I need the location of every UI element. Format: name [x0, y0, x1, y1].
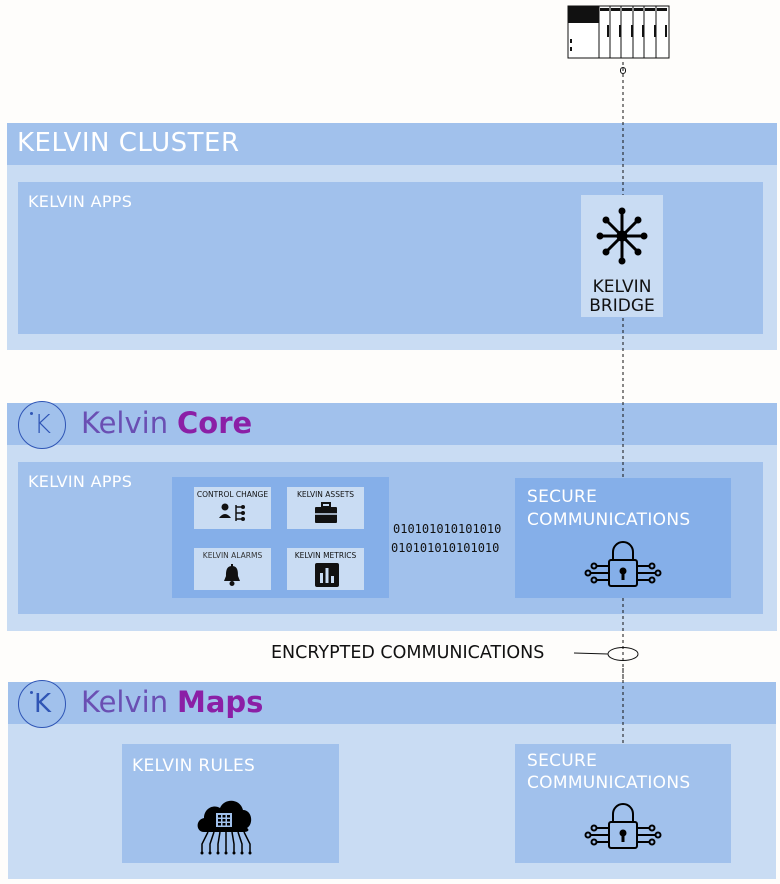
binary-stream-line1: 010101010101010 [393, 522, 502, 536]
plc-device-icon [567, 5, 670, 59]
core-apps-label: KELVIN APPS [28, 472, 133, 491]
control-change-label: CONTROL CHANGE [196, 490, 269, 499]
kelvin-cluster-header: KELVIN CLUSTER [7, 123, 777, 165]
core-secure-comms-box[interactable]: SECURE COMMUNICATIONS [515, 478, 731, 598]
kelvin-metrics-tile[interactable]: KELVIN METRICS [287, 548, 364, 590]
kelvin-assets-label: KELVIN ASSETS [296, 490, 355, 499]
cloud-computing-icon [197, 800, 252, 855]
logo-dot [30, 412, 33, 415]
plc-connector-nub [620, 67, 626, 74]
assets-briefcase-icon [315, 502, 337, 523]
encrypted-leader-line [573, 652, 609, 655]
kelvin-metrics-label: KELVIN METRICS [294, 551, 357, 560]
maps-secure-line2: COMMUNICATIONS [527, 773, 691, 793]
kelvin-maps-logo-ring: K [18, 680, 66, 728]
kelvin-maps-logo-product: Maps [177, 685, 264, 719]
kelvin-maps-logo-mark: K [34, 689, 52, 719]
maps-secure-comms-box[interactable]: SECURE COMMUNICATIONS [515, 744, 731, 863]
kelvin-cluster-title: KELVIN CLUSTER [17, 128, 240, 158]
binary-stream-line2: 010101010101010 [391, 541, 500, 555]
maps-secure-line1: SECURE [527, 751, 598, 771]
kelvin-bridge-box[interactable]: KELVIN BRIDGE [581, 195, 663, 317]
kelvin-rules-box[interactable]: KELVIN RULES [122, 744, 339, 863]
secure-lock-circuit-icon [584, 803, 662, 849]
kelvin-core-header: K Kelvin Core [7, 401, 777, 449]
secure-lock-circuit-icon [584, 541, 662, 587]
kelvin-alarms-tile[interactable]: KELVIN ALARMS [194, 548, 271, 590]
bridge-label-line1: KELVIN [592, 277, 652, 297]
kelvin-rules-label: KELVIN RULES [132, 756, 256, 776]
control-change-icon [219, 503, 245, 521]
logo-dot [30, 691, 33, 694]
core-secure-line2: COMMUNICATIONS [527, 510, 691, 530]
bridge-label-line2: BRIDGE [589, 296, 655, 316]
cluster-apps-label: KELVIN APPS [28, 192, 133, 211]
core-apps-group: CONTROL CHANGE KELVIN ASSETS KELVIN ALAR… [172, 477, 389, 598]
kelvin-core-logo-ring: K [18, 401, 66, 449]
alarm-bell-icon [224, 564, 240, 586]
kelvin-core-logo-mark: K [34, 410, 52, 440]
kelvin-maps-header: K Kelvin Maps [8, 680, 776, 728]
metrics-chart-icon [315, 563, 339, 587]
encrypted-communications-label: ENCRYPTED COMMUNICATIONS [271, 643, 545, 663]
kelvin-core-logo-word: Kelvin [81, 406, 169, 440]
bridge-hub-icon [596, 207, 648, 265]
kelvin-alarms-label: KELVIN ALARMS [202, 551, 263, 560]
core-secure-line1: SECURE [527, 487, 598, 507]
kelvin-assets-tile[interactable]: KELVIN ASSETS [287, 487, 364, 529]
kelvin-maps-logo-word: Kelvin [81, 685, 169, 719]
kelvin-core-logo-product: Core [177, 406, 253, 440]
control-change-tile[interactable]: CONTROL CHANGE [194, 487, 271, 529]
